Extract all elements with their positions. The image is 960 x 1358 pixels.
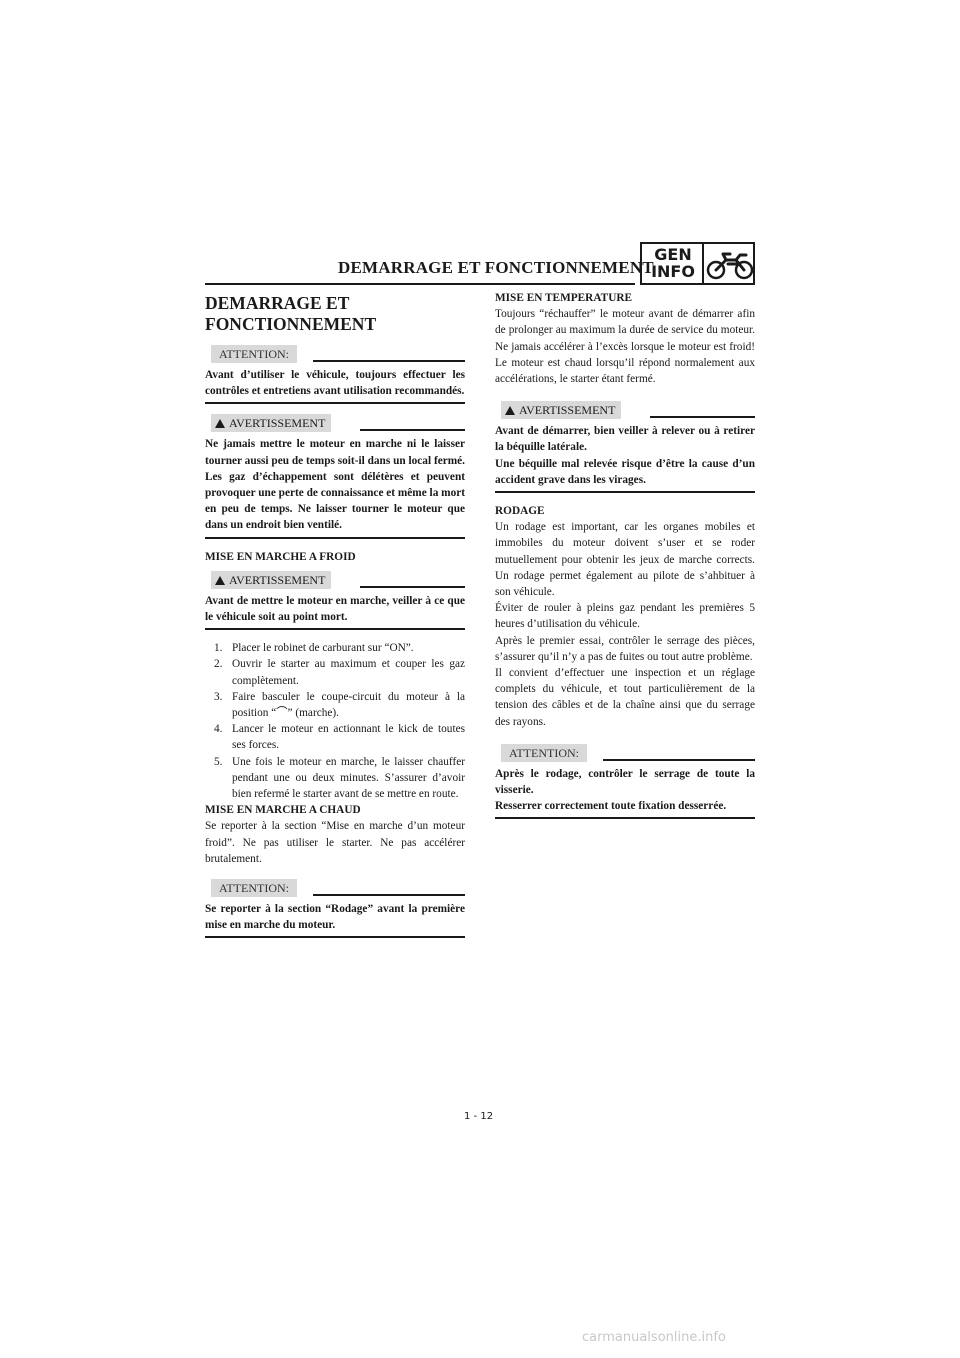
section-title-line2: FONCTIONNEMENT: [205, 314, 377, 334]
badge-line2: INFO: [651, 262, 695, 281]
gen-info-badge: GEN INFO: [640, 242, 755, 285]
warning-label: AVERTISSEMENT: [519, 403, 616, 418]
note-end-rule: [205, 536, 465, 539]
step-text: Placer le robinet de carburant sur “ON”.: [232, 642, 414, 655]
step-number: 2.: [214, 658, 223, 671]
header-rule: [205, 283, 635, 285]
warning-triangle-icon: [505, 406, 515, 416]
list-item: 1. Placer le robinet de carburant sur “ON…: [205, 640, 465, 656]
attention-header: ATTENTION:: [205, 345, 465, 367]
note-end-rule: [205, 936, 465, 939]
warning-pill: AVERTISSEMENT: [211, 414, 332, 433]
list-item: 3. Faire basculer le coupe-circuit du mot…: [205, 689, 465, 721]
list-item: 5. Une fois le moteur en marche, le laiss…: [205, 754, 465, 803]
step-number: 4.: [214, 723, 223, 736]
attention-header: ATTENTION:: [495, 743, 755, 766]
left-column: DEMARRAGE ET FONCTIONNEMENT ATTENTION: A…: [205, 290, 465, 948]
note-rule: [603, 758, 755, 761]
attention-text: Resserrer correctement toute fixation de…: [495, 800, 727, 813]
breakin-paragraph: Il convient d’effectuer une inspection e…: [495, 667, 755, 728]
note-rule: [360, 429, 465, 432]
warning-header: AVERTISSEMENT: [495, 401, 755, 423]
warning-label: AVERTISSEMENT: [229, 416, 326, 431]
step-number: 5.: [214, 755, 223, 768]
note-end-rule: [205, 628, 465, 631]
warning-text: Ne jamais mettre le moteur en marche ni …: [205, 438, 465, 532]
hot-start-title: MISE EN MARCHE A CHAUD: [205, 804, 361, 817]
warning-header: AVERTISSEMENT: [205, 414, 465, 436]
step-text: Lancer le moteur en actionnant le kick d…: [232, 723, 465, 752]
warning-label: AVERTISSEMENT: [229, 572, 326, 587]
warning-header: AVERTISSEMENT: [205, 570, 465, 593]
warning-text: Avant de mettre le moteur en marche, vei…: [205, 594, 465, 624]
warning-triangle-icon: [215, 419, 225, 429]
section-title-line1: DEMARRAGE ET: [205, 293, 350, 313]
note-rule: [313, 894, 465, 897]
motorcycle-icon: [706, 252, 754, 280]
warmup-title: MISE EN TEMPERATURE: [495, 292, 633, 304]
step-number: 3.: [214, 690, 223, 703]
attention-label: ATTENTION:: [501, 743, 587, 762]
list-item: 4. Lancer le moteur en actionnant le kick…: [205, 721, 465, 753]
attention-label: ATTENTION:: [211, 345, 297, 363]
breakin-paragraph: Éviter de rouler à pleins gaz pendant le…: [495, 602, 755, 631]
breakin-title: RODAGE: [495, 505, 545, 518]
note-rule: [313, 360, 465, 362]
step-number: 1.: [214, 642, 223, 655]
warning-text: Avant de démarrer, bien veiller à releve…: [495, 425, 755, 454]
badge-divider: [702, 244, 704, 283]
cold-start-steps: 1. Placer le robinet de carburant sur “ON…: [205, 640, 465, 802]
right-column: MISE EN TEMPERATURE Toujours “réchauffer…: [495, 290, 755, 829]
note-rule: [360, 585, 465, 588]
note-end-rule: [495, 817, 755, 820]
step-text: Une fois le moteur en marche, le laisser…: [232, 755, 465, 801]
page-header-title: DEMARRAGE ET FONCTIONNEMENT: [338, 258, 654, 277]
warmup-text: Toujours “réchauffer” le moteur avant de…: [495, 308, 755, 386]
footer-watermark[interactable]: carmanualsonline.info: [582, 1330, 726, 1345]
warning-text: Une béquille mal relevée risque d’être l…: [495, 457, 755, 486]
step-text: Ouvrir le starter au maximum et couper l…: [232, 658, 465, 687]
badge-label: GEN INFO: [647, 246, 699, 280]
step-text: Faire basculer le coupe-circuit du moteu…: [232, 690, 465, 720]
attention-label: ATTENTION:: [211, 879, 297, 898]
breakin-paragraph: Un rodage est important, car les organes…: [495, 521, 755, 599]
warning-triangle-icon: [215, 575, 225, 585]
badge-line1: GEN: [654, 245, 692, 264]
cold-start-title: MISE EN MARCHE A FROID: [205, 550, 356, 563]
note-end-rule: [495, 491, 755, 494]
attention-text: Se reporter à la section “Rodage” avant …: [205, 903, 465, 932]
section-title: DEMARRAGE ET FONCTIONNEMENT: [205, 293, 465, 335]
page-number: 1 - 12: [464, 1111, 494, 1122]
warning-pill: AVERTISSEMENT: [211, 570, 332, 589]
note-rule: [650, 416, 755, 419]
note-end-rule: [205, 402, 465, 405]
warning-pill: AVERTISSEMENT: [501, 401, 622, 420]
breakin-paragraph: Après le premier essai, contrôler le ser…: [495, 634, 755, 663]
list-item: 2. Ouvrir le starter au maximum et couper…: [205, 656, 465, 688]
hot-start-text: Se reporter à la section “Mise en marche…: [205, 820, 465, 865]
attention-header: ATTENTION:: [205, 879, 465, 901]
attention-text: Après le rodage, contrôler le serrage de…: [495, 767, 755, 797]
attention-text: Avant d’utiliser le véhicule, toujours e…: [205, 369, 465, 398]
